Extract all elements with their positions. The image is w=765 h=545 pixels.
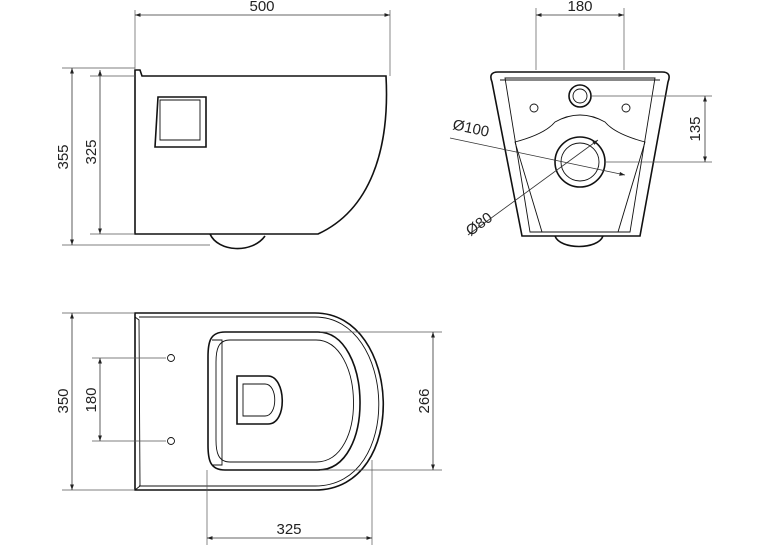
side-view-outline: [134, 69, 388, 235]
outlet-circle-inner: [560, 142, 600, 182]
rear-diameter-large-label: Ø100: [451, 116, 490, 140]
rear-width-label: 180: [567, 0, 592, 15]
flush-inlet-circle: [568, 84, 592, 108]
rear-fixing-hole-left: [529, 103, 539, 113]
rear-view: 180 135 Ø100 Ø80: [449, 0, 712, 248]
side-width-label: 500: [249, 0, 274, 15]
rear-view-outline: [490, 71, 670, 237]
side-total-height-label: 355: [55, 144, 72, 169]
rear-view-recess: [514, 114, 646, 233]
top-view: 350 180 266 325: [55, 312, 442, 545]
top-fixing-hole-lower: [167, 437, 175, 445]
side-view-inlet-inner: [159, 99, 201, 141]
top-bowl-length-label: 325: [276, 521, 301, 538]
side-view-outlet: [209, 233, 266, 250]
top-fixing-hole-upper: [167, 354, 175, 362]
bowl-outlet: [236, 375, 284, 425]
rear-height-label: 135: [687, 116, 704, 141]
rear-view-inner-outline: [504, 77, 656, 233]
top-view-outline: [134, 312, 385, 491]
side-bowl-height-label: 325: [83, 139, 100, 164]
top-hole-spacing-label: 180: [83, 387, 100, 412]
top-width-label: 350: [55, 388, 72, 413]
side-view-inlet: [154, 96, 207, 148]
rear-diameter-small-label: Ø80: [463, 209, 496, 239]
top-inner-width-label: 266: [416, 388, 433, 413]
bowl-rim: [207, 331, 361, 471]
side-view: 500 355 325: [55, 0, 391, 250]
rear-fixing-hole-right: [621, 103, 631, 113]
